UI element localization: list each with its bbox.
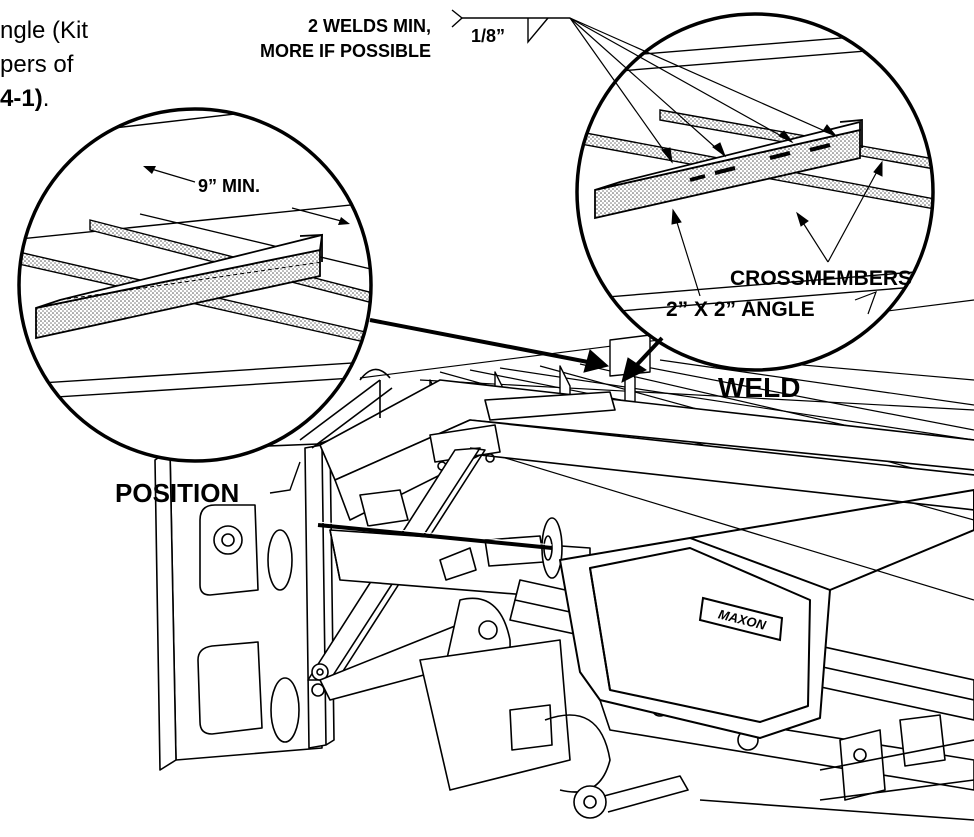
liftgate-assembly: [154, 299, 974, 821]
figure-reference: 4-1): [0, 85, 43, 112]
leader-lines: [269, 9, 883, 494]
intro-line-1: ngle (Kit: [0, 17, 89, 44]
position-label: POSITION: [115, 478, 240, 508]
chain: [317, 523, 553, 550]
intro-line-3-tail: .: [42, 85, 50, 112]
right-brackets: [699, 714, 974, 821]
intro-line-2: pers of: [0, 51, 74, 78]
angle-label: 2” X 2” ANGLE: [666, 298, 815, 321]
weld-label: WELD: [718, 372, 801, 403]
crossmembers-label: CROSSMEMBERS: [730, 267, 913, 290]
min-distance-label: 9” MIN.: [198, 176, 261, 196]
weld-note-line-1: 2 WELDS MIN,: [307, 16, 431, 36]
weld-note: 2 WELDS MIN, MORE IF POSSIBLE: [260, 14, 431, 64]
pump-cover: [559, 489, 974, 739]
lift-arm-linkage: [311, 597, 611, 793]
intro-line-3: 4-1).: [0, 82, 49, 116]
roller-wheel: [573, 775, 689, 819]
position-detail-view: [17, 107, 373, 463]
weld-size-label: 1/8”: [471, 26, 506, 46]
weld-symbol: [451, 9, 464, 28]
weld-note-line-2: MORE IF POSSIBLE: [259, 41, 431, 61]
